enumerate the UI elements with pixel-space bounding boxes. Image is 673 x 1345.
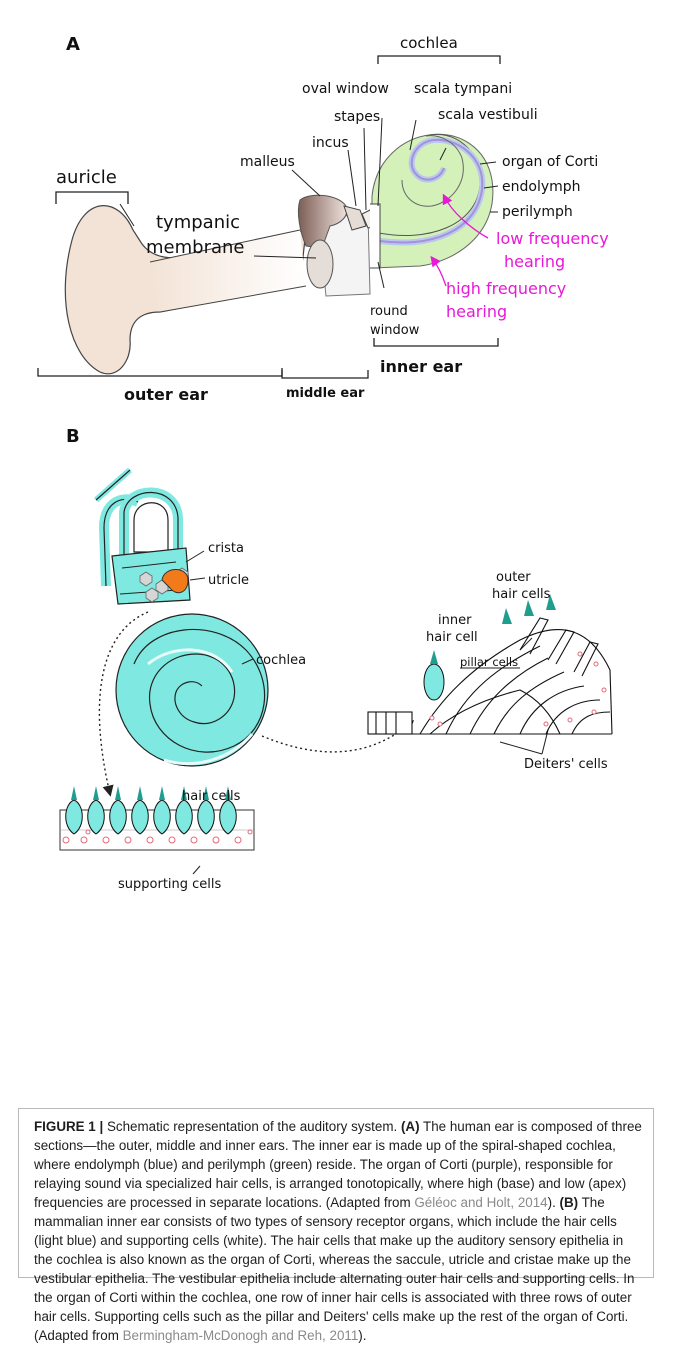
label-pillar-cells: pillar cells [460, 655, 518, 669]
auricle-bracket [56, 192, 128, 204]
label-high-hearing: hearing [446, 302, 507, 321]
label-high-frequency: high frequency [446, 279, 566, 298]
panel-a: A [38, 34, 609, 404]
auditory-system-figure: A [0, 0, 673, 1286]
label-middle-ear: middle ear [286, 386, 365, 401]
organ-of-corti-section [368, 618, 612, 734]
caption-text-5: ). [358, 1328, 366, 1343]
outer-ear-bracket [38, 368, 282, 376]
tympanic-membrane-shape [307, 240, 333, 288]
label-deiters-cells: Deiters' cells [524, 757, 608, 772]
corti-hair-cells [424, 594, 556, 700]
citation-link-1[interactable]: Géléoc and Holt, 2014 [414, 1195, 547, 1210]
middle-ear-bracket [282, 370, 368, 378]
label-perilymph: perilymph [502, 204, 573, 220]
label-cochlea: cochlea [400, 34, 458, 52]
citation-link-2[interactable]: Bermingham-McDonogh and Reh, 2011 [123, 1328, 359, 1343]
label-window: window [370, 323, 420, 338]
label-cochlea-b: cochlea [256, 653, 306, 668]
label-supporting-cells: supporting cells [118, 877, 222, 892]
caption-text-1: Schematic representation of the auditory… [103, 1119, 401, 1134]
label-hair-cell: hair cell [426, 630, 478, 645]
panel-b: B [60, 426, 612, 892]
label-incus: incus [312, 135, 349, 151]
label-endolymph: endolymph [502, 179, 581, 195]
label-outer: outer [496, 570, 531, 585]
label-malleus: malleus [240, 154, 295, 170]
caption-panel-a-label: (A) [401, 1119, 420, 1134]
label-low-hearing: hearing [504, 252, 565, 271]
label-outer-ear: outer ear [124, 385, 208, 404]
label-utricle: utricle [208, 573, 249, 588]
label-hair-cells: hair cells [182, 789, 241, 804]
label-hair-cells-top: hair cells [492, 587, 551, 602]
label-scala-tympani: scala tympani [414, 81, 512, 97]
label-membrane: membrane [146, 237, 244, 258]
caption-panel-b-label: (B) [560, 1195, 579, 1210]
caption-label: FIGURE 1 | [34, 1119, 103, 1134]
figure-caption: FIGURE 1 | Schematic representation of t… [34, 1117, 644, 1345]
label-round: round [370, 304, 408, 319]
label-oval-window: oval window [302, 81, 389, 97]
label-inner: inner [438, 613, 472, 628]
panel-a-letter: A [66, 34, 80, 55]
label-crista: crista [208, 541, 244, 556]
label-tympanic: tympanic [156, 212, 240, 233]
caption-text-3: ). [548, 1195, 560, 1210]
label-stapes: stapes [334, 109, 380, 125]
label-scala-vestibuli: scala vestibuli [438, 107, 538, 123]
cochlea-bracket [378, 56, 500, 64]
inner-ear-bracket [374, 338, 498, 346]
label-low-frequency: low frequency [496, 229, 609, 248]
panel-b-letter: B [66, 426, 80, 447]
label-inner-ear: inner ear [380, 357, 462, 376]
label-auricle: auricle [56, 167, 117, 188]
caption-text-4: The mammalian inner ear consists of two … [34, 1195, 634, 1343]
label-organ-of-corti: organ of Corti [502, 154, 598, 170]
